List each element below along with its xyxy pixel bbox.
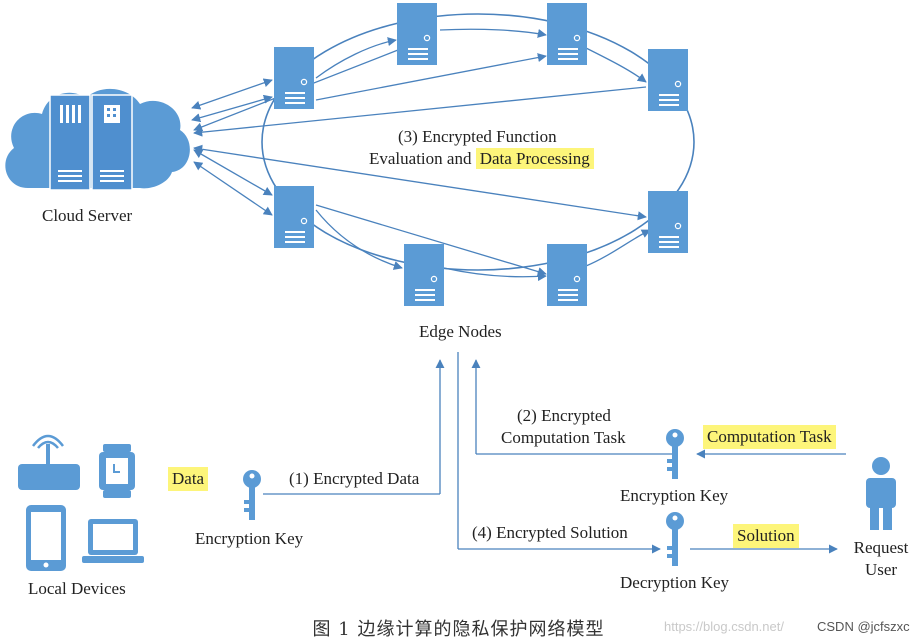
figure-caption: 图 1 边缘计算的隐私保护网络模型 (312, 619, 605, 640)
solution-tag: Solution (733, 524, 799, 548)
data-tag: Data (168, 467, 209, 491)
step2-line2: Computation Task (501, 428, 626, 447)
cloud-server-icon (5, 88, 190, 191)
step2-line1: (2) Encrypted (517, 406, 611, 425)
data-processing-tag: Data Processing (475, 148, 594, 169)
local-devices-icons (18, 434, 144, 571)
computation-task-tag: Computation Task (703, 425, 836, 449)
encryption-key-right-label: Encryption Key (620, 486, 729, 505)
phone-icon (26, 505, 66, 571)
key-icon (666, 512, 684, 566)
server-icon (647, 190, 689, 254)
step3-line1: (3) Encrypted Function (398, 127, 557, 146)
step3-line2-prefix: Evaluation and (369, 149, 472, 168)
cloud-server-label: Cloud Server (42, 206, 133, 225)
edge-nodes-label: Edge Nodes (419, 322, 502, 341)
bottom-flow-lines (263, 352, 846, 554)
server-icon (546, 2, 588, 66)
router-icon (18, 434, 80, 490)
laptop-icon (82, 519, 144, 563)
watermark-url: https://blog.csdn.net/ (664, 619, 784, 634)
server-icon (647, 48, 689, 112)
step1-label: (1) Encrypted Data (289, 469, 420, 488)
edge-edge-links (315, 28, 651, 282)
request-user-line1: Request (853, 538, 909, 557)
server-icon (403, 243, 445, 307)
local-devices-label: Local Devices (28, 579, 126, 598)
encryption-key-left-label: Encryption Key (195, 529, 304, 548)
edge-ring (261, 13, 695, 271)
request-user-line2: User (864, 560, 898, 579)
server-icon (273, 185, 315, 249)
step4-label: (4) Encrypted Solution (472, 523, 628, 542)
key-icon (243, 470, 261, 520)
smartwatch-icon (99, 444, 135, 498)
server-icon (396, 2, 438, 66)
key-icon (666, 429, 684, 479)
server-icon (273, 46, 315, 110)
decryption-key-label: Decryption Key (620, 573, 730, 592)
server-icon (546, 243, 588, 307)
step3-line2: Evaluation and Data Processing (369, 148, 594, 170)
watermark-site: CSDN @jcfszxc (817, 619, 910, 634)
user-icon (866, 457, 896, 530)
